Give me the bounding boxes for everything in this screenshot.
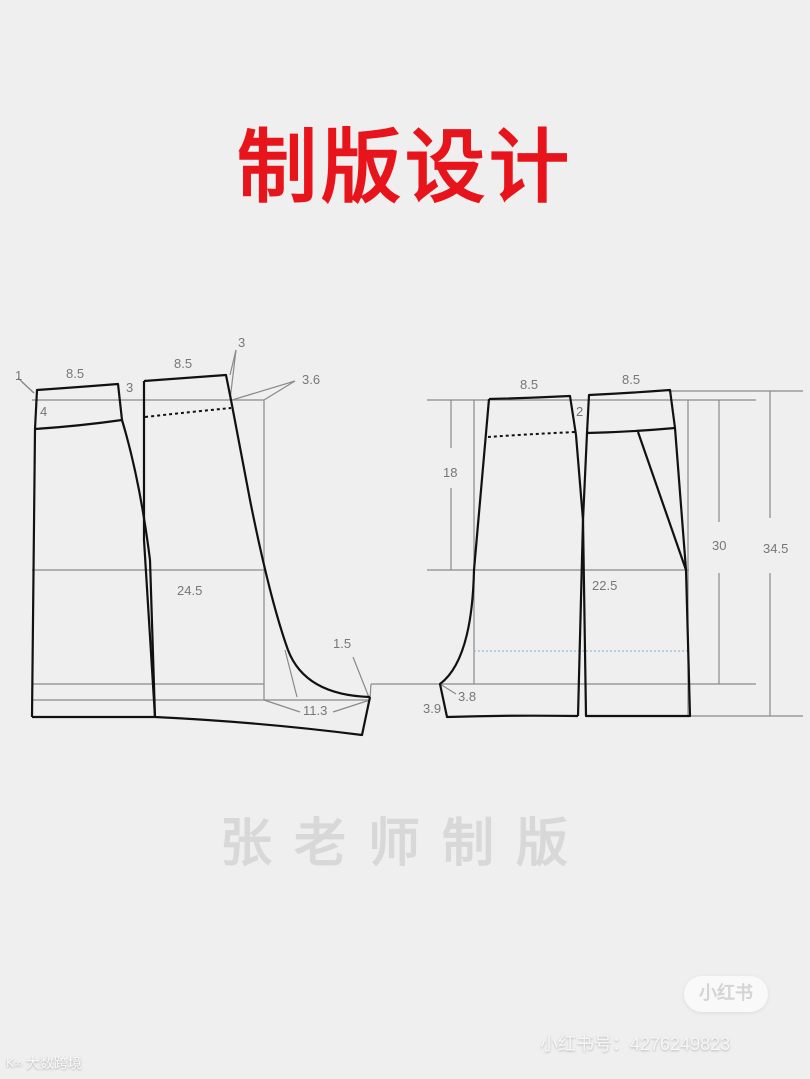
- author-watermark: 张老师制版: [219, 814, 590, 874]
- brand-name: 大数跨境: [25, 1056, 82, 1072]
- brand-watermark: K∞ 大数跨境: [6, 1053, 82, 1073]
- label-right-waist-front: 8.5: [622, 372, 640, 387]
- left-pattern: 8.5 8.5 1 4 3 3 3.6 24.5 1.5 11.3: [15, 335, 410, 737]
- right-guide-lines: [410, 390, 803, 717]
- label-crotch-ext: 3.8: [458, 689, 476, 704]
- page-title: 制版设计: [237, 121, 573, 214]
- label-waist-front: 8.5: [66, 366, 84, 381]
- label-left-top: 1: [15, 368, 22, 383]
- label-side-rise-back: 3: [238, 335, 245, 350]
- account-id-text: 小红书号：4276249823: [540, 1034, 731, 1054]
- label-right-hip-width: 22.5: [592, 578, 617, 593]
- label-crotch-drop: 1.5: [333, 636, 351, 651]
- brand-logo-icon: K∞: [6, 1056, 23, 1070]
- left-guide-lines: [17, 349, 410, 713]
- label-center-gap: 2: [576, 404, 583, 419]
- label-waist-back: 8.5: [174, 356, 192, 371]
- label-right-waist-back: 8.5: [520, 377, 538, 392]
- label-right-crotch-drop: 3.9: [423, 701, 441, 716]
- label-outseam: 30: [712, 538, 726, 553]
- xiaohongshu-badge: 小红书: [684, 976, 768, 1012]
- label-waistband: 4: [40, 404, 47, 419]
- left-dotted-line: [144, 407, 232, 418]
- label-back-rise: 3.6: [302, 372, 320, 387]
- label-side-rise-front: 3: [126, 380, 133, 395]
- label-rise-depth: 18: [443, 465, 457, 480]
- left-pattern-lines: [30, 373, 372, 737]
- label-hip-width: 24.5: [177, 583, 202, 598]
- label-total-length: 34.5: [763, 541, 788, 556]
- right-pattern: 8.5 8.5 2 18 22.5 30 34.5 3.8 3.9: [410, 372, 803, 719]
- right-pattern-lines: [438, 388, 692, 719]
- label-crotch-extension: 11.3: [303, 703, 327, 718]
- right-dotted-line: [487, 431, 577, 438]
